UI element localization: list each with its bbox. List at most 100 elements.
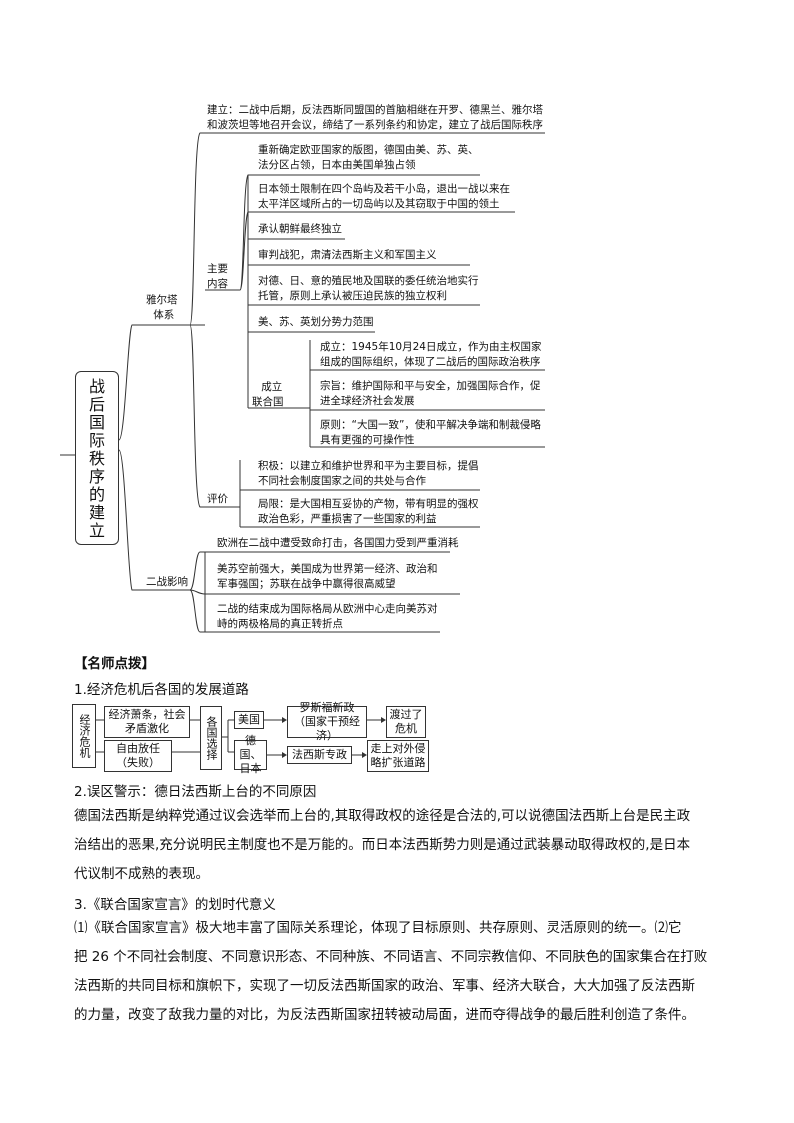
impact-item-3: 二战的结束成为国际格局从欧洲中心走向美苏对 峙的两极格局的真正转折点: [217, 602, 438, 632]
un-item-2: 宗旨：维护国际和平与安全，加强国际合作，促 进全球经济社会发展: [320, 379, 541, 409]
mindmap-root-title: 战后国际秩序的建立: [75, 371, 119, 545]
paragraph-line: 法西斯的共同目标和旗帜下，实现了一切反法西斯国家的政治、军事、经济大联合，大大加…: [74, 978, 695, 994]
item-line: 进全球经济社会发展: [320, 395, 415, 407]
root-char: 国: [88, 413, 105, 432]
paragraph-line: ⑴《联合国家宣言》极大地丰富了国际关系理论，体现了目标原则、共存原则、灵活原则的…: [74, 920, 682, 936]
flow-usa: 美国: [234, 711, 264, 729]
eval-item-positive: 积极：以建立和维护世界和平为主要目标，提倡 不同社会制度国家之间的共处与合作: [258, 459, 479, 489]
section-3-body: ⑴《联合国家宣言》极大地丰富了国际关系理论，体现了目标原则、共存原则、灵活原则的…: [74, 914, 724, 1030]
content-label-l2: 内容: [207, 278, 228, 290]
yalta-label-l1: 雅尔塔: [146, 294, 178, 306]
flow-germany-japan: 德国、 日本: [234, 734, 267, 775]
item-line: 重新确定欧亚国家的版图，德国由美、苏、英、: [258, 144, 479, 156]
root-char: 秩: [88, 449, 105, 468]
root-char: 的: [88, 485, 105, 504]
flow-crisis: 经济危机: [72, 704, 96, 768]
box-line: 自由放任: [116, 742, 160, 755]
yalta-establish: 建立：二战中后期，反法西斯同盟国的首脑相继在开罗、德黑兰、雅尔塔 和波茨坦等地召…: [207, 103, 543, 133]
item-line: 政治色彩，严重损害了一些国家的利益: [258, 513, 437, 525]
item-line: 积极：以建立和维护世界和平为主要目标，提倡: [258, 460, 479, 472]
item-line: 美苏空前强大，美国成为世界第一经济、政治和: [217, 563, 438, 575]
impact-label: 二战影响: [146, 576, 188, 588]
content-item-4: 审判战犯，肃清法西斯主义和军国主义: [258, 248, 437, 263]
item-line: 成立：1945年10月24日成立，作为由主权国家: [320, 341, 542, 353]
content-item-1: 重新确定欧亚国家的版图，德国由美、苏、英、 法分区占领，日本由美国单独占领: [258, 143, 479, 173]
item-line: 美、苏、英划分势力范围: [258, 316, 374, 328]
flow-fascism: 法西斯专政: [287, 746, 352, 764]
item-line: 具有更强的可操作性: [320, 434, 415, 446]
paragraph-line: 代议制不成熟的表现。: [74, 866, 209, 882]
item-line: 托管，原则上承认被压迫民族的独立权利: [258, 290, 447, 302]
root-char: 建: [88, 503, 105, 522]
item-line: 对德、日、意的殖民地及国联的委任统治地实行: [258, 275, 479, 287]
box-line: 危机: [395, 722, 417, 735]
box-line: 略扩张道路: [370, 756, 426, 769]
item-line: 组成的国际组织，体现了二战后的国际政治秩序: [320, 356, 541, 368]
content-item-3: 承认朝鲜最终独立: [258, 222, 342, 237]
root-char: 后: [88, 395, 105, 414]
item-line: 峙的两极格局的真正转折点: [217, 618, 343, 630]
section-1-title: 1.经济危机后各国的发展道路: [74, 682, 249, 698]
item-line: 军事强国；苏联在战争中赢得很高威望: [217, 578, 396, 590]
main-content-label: 主要 内容: [207, 262, 228, 292]
item-line: 欧洲在二战中遭受致命打击，各国国力受到严重消耗: [217, 537, 459, 549]
box-line: 走上对外侵: [370, 742, 426, 755]
content-label-l1: 主要: [207, 263, 228, 275]
root-char: 立: [88, 521, 105, 540]
paragraph-line: 把 26 个不同社会制度、不同意识形态、不同种族、不同语言、不同宗教信仰、不同肤…: [74, 949, 708, 965]
box-line: 渡过了: [389, 708, 423, 721]
root-char: 际: [88, 431, 105, 450]
paragraph-line: 的力量，改变了敌我力量的对比，为反法西斯国家扭转被动局面，进而夺得战争的最后胜利…: [74, 1007, 695, 1023]
paragraph-line: 德国法西斯是纳粹党通过议会选举而上台的,其取得政权的途径是合法的,可以说德国法西…: [74, 808, 691, 824]
flow-expansion: 走上对外侵 略扩张道路: [367, 740, 429, 772]
item-line: 日本领土限制在四个岛屿及若干小岛，退出一战以来在: [258, 183, 510, 195]
item-line: 承认朝鲜最终独立: [258, 223, 342, 235]
item-line: 审判战犯，肃清法西斯主义和军国主义: [258, 249, 437, 261]
tips-heading: 【名师点拨】: [74, 656, 155, 672]
un-item-3: 原则：“大国一致”，使和平解决争端和制裁侵略 具有更强的可操作性: [320, 418, 541, 448]
impact-item-2: 美苏空前强大，美国成为世界第一经济、政治和 军事强国；苏联在战争中赢得很高威望: [217, 562, 438, 592]
flow-new-deal: 罗斯福新政 （国家干预经济）: [287, 701, 367, 742]
item-line: 局限：是大国相互妥协的产物，带有明显的强权: [258, 498, 479, 510]
box-line: （失败）: [116, 756, 160, 769]
item-line: 二战的结束成为国际格局从欧洲中心走向美苏对: [217, 603, 438, 615]
yalta-label: 雅尔塔 体系: [146, 293, 178, 323]
box-line: 矛盾激化: [125, 722, 169, 735]
box-line: 日本: [239, 762, 262, 775]
item-line: 原则：“大国一致”，使和平解决争端和制裁侵略: [320, 419, 541, 431]
flow-passed-crisis: 渡过了 危机: [386, 706, 426, 738]
un-label: 成立 联合国: [252, 380, 284, 410]
section-2-title: 2.误区警示：德日法西斯上台的不同原因: [74, 784, 317, 800]
un-label-l1: 成立: [261, 381, 283, 393]
establish-l2: 和波茨坦等地召开会议，缔结了一系列条约和协定，建立了战后国际秩序: [207, 119, 543, 131]
box-line: 罗斯福新政: [299, 701, 355, 714]
box-line: 经济萧条，社会: [108, 708, 186, 721]
eval-label: 评价: [207, 493, 228, 505]
item-line: 太平洋区域所占的一切岛屿以及其窃取于中国的领土: [258, 198, 500, 210]
impact-item-1: 欧洲在二战中遭受致命打击，各国国力受到严重消耗: [217, 536, 459, 551]
content-item-6: 美、苏、英划分势力范围: [258, 315, 374, 330]
item-line: 宗旨：维护国际和平与安全，加强国际合作，促: [320, 380, 541, 392]
box-line: 德国、: [239, 734, 262, 761]
flow-recession: 经济萧条，社会 矛盾激化: [104, 706, 190, 738]
section-2-body: 德国法西斯是纳粹党通过议会选举而上台的,其取得政权的途径是合法的,可以说德国法西…: [74, 802, 724, 889]
content-item-2: 日本领土限制在四个岛屿及若干小岛，退出一战以来在 太平洋区域所占的一切岛屿以及其…: [258, 182, 510, 212]
section-3-title: 3.《联合国家宣言》的划时代意义: [74, 897, 276, 913]
mindmap-connectors: [60, 132, 545, 633]
flow-choice-text: 各国选择: [205, 716, 218, 760]
flow-choice: 各国选择: [200, 706, 222, 770]
content-item-5: 对德、日、意的殖民地及国联的委任统治地实行 托管，原则上承认被压迫民族的独立权利: [258, 274, 479, 304]
establish-l1: 建立：二战中后期，反法西斯同盟国的首脑相继在开罗、德黑兰、雅尔塔: [207, 104, 543, 116]
flow-crisis-text: 经济危机: [78, 714, 91, 758]
item-line: 法分区占领，日本由美国单独占领: [258, 159, 416, 171]
un-label-l2: 联合国: [252, 396, 284, 408]
paragraph-line: 治结出的恶果,充分说明民主制度也不是万能的。而日本法西斯势力则是通过武装暴动取得…: [74, 837, 691, 853]
root-char: 序: [88, 467, 105, 486]
eval-item-limit: 局限：是大国相互妥协的产物，带有明显的强权 政治色彩，严重损害了一些国家的利益: [258, 497, 479, 527]
un-item-1: 成立：1945年10月24日成立，作为由主权国家 组成的国际组织，体现了二战后的…: [320, 340, 541, 370]
yalta-label-l2: 体系: [153, 309, 175, 321]
box-line: （国家干预经济）: [294, 715, 360, 742]
item-line: 不同社会制度国家之间的共处与合作: [258, 475, 426, 487]
flow-laissez-faire: 自由放任 （失败）: [104, 740, 172, 772]
root-char: 战: [88, 377, 105, 396]
